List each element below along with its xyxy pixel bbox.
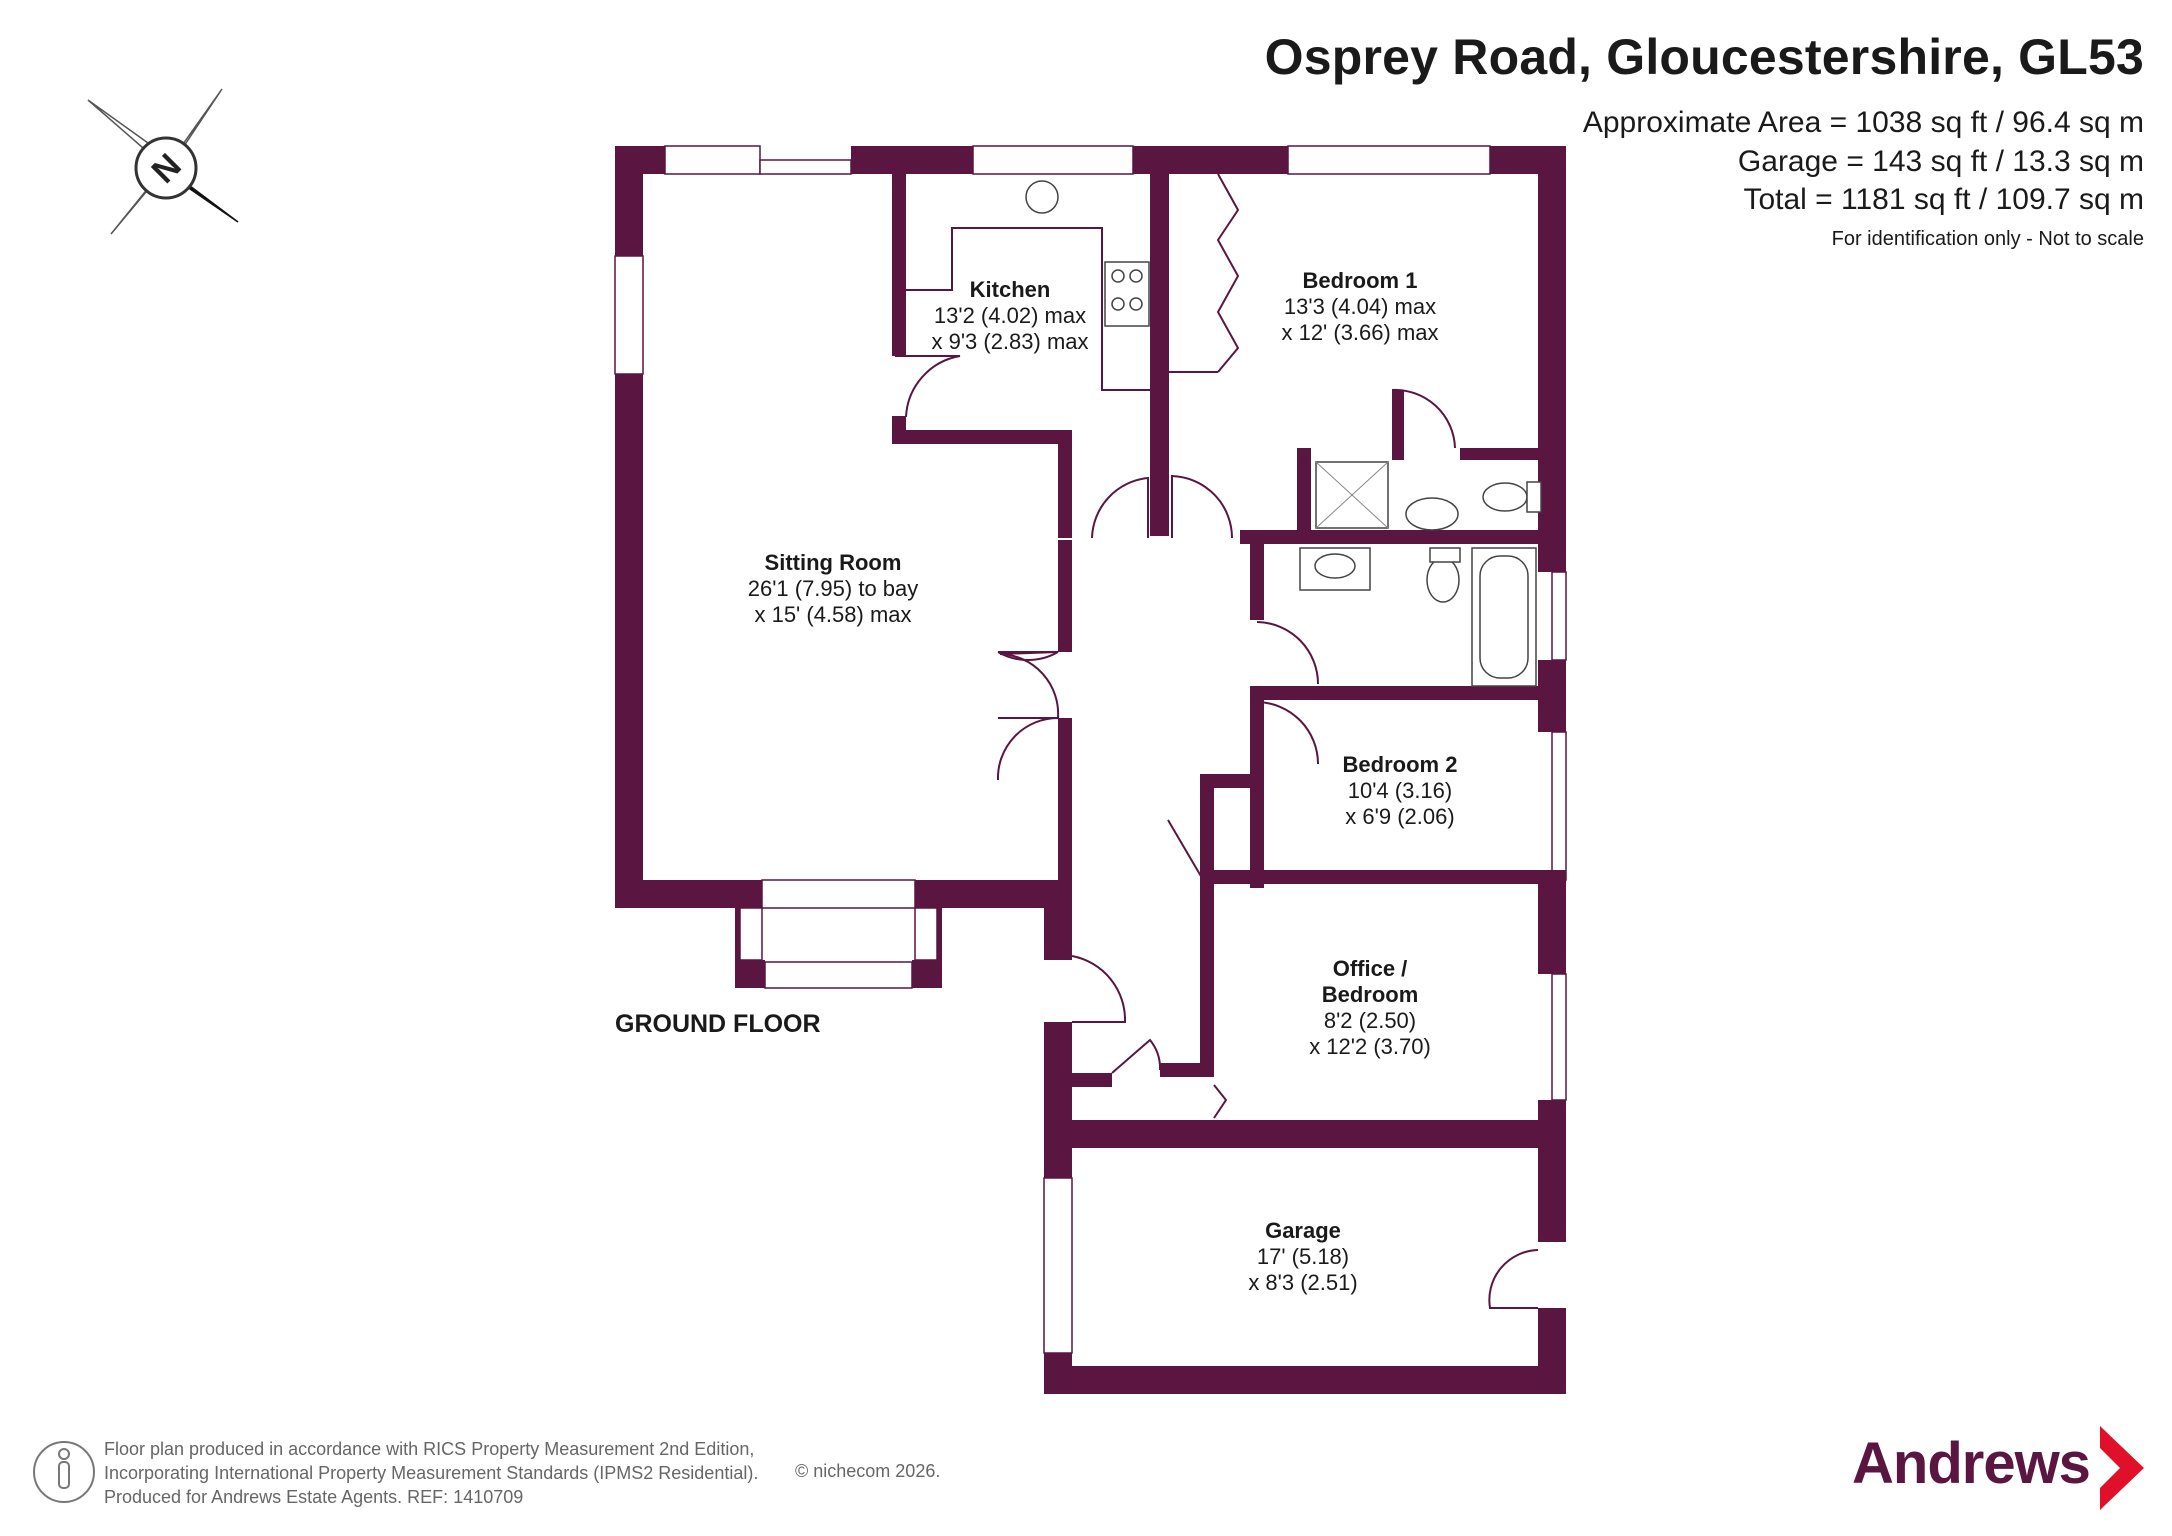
room-garage: Garage 17' (5.18) x 8'3 (2.51) xyxy=(1248,1218,1357,1296)
room-sitting-room-name: Sitting Room xyxy=(764,550,902,575)
room-bedroom-1-dim2: x 12' (3.66) max xyxy=(1281,320,1439,345)
compass-icon: N xyxy=(87,88,239,235)
room-office-bedroom: Office / Bedroom 8'2 (2.50) x 12'2 (3.70… xyxy=(1309,956,1431,1060)
bathroom-toilet-icon xyxy=(1426,557,1460,603)
room-kitchen-name: Kitchen xyxy=(969,277,1051,302)
garage-area: Garage = 143 sq ft / 13.3 sq m xyxy=(1737,145,2144,178)
approximate-area: Approximate Area = 1038 sq ft / 96.4 sq … xyxy=(1582,106,2144,139)
room-office-name-line1: Office / xyxy=(1332,956,1408,981)
room-sitting-room-dim1: 26'1 (7.95) to bay xyxy=(747,576,919,601)
room-garage-dim1: 17' (5.18) xyxy=(1256,1244,1350,1269)
sink-icon xyxy=(1025,180,1059,214)
room-bedroom-1-name: Bedroom 1 xyxy=(1302,268,1418,293)
room-bedroom-2: Bedroom 2 10'4 (3.16) x 6'9 (2.06) xyxy=(1343,752,1458,830)
room-office-dim1: 8'2 (2.50) xyxy=(1323,1008,1417,1033)
room-garage-name: Garage xyxy=(1265,1218,1341,1243)
person-icon xyxy=(33,1441,95,1503)
room-garage-dim2: x 8'3 (2.51) xyxy=(1248,1270,1358,1295)
room-sitting-room-dim2: x 15' (4.58) max xyxy=(754,602,912,627)
total-area: Total = 1181 sq ft / 109.7 sq m xyxy=(1743,183,2144,216)
floor-label: GROUND FLOOR xyxy=(615,1010,821,1038)
page-title: Osprey Road, Gloucestershire, GL53 xyxy=(1264,29,2144,85)
brand-logo-text: Andrews xyxy=(1852,1431,2091,1496)
copyright: © nichecom 2026. xyxy=(795,1461,941,1481)
toilet-icon xyxy=(1482,482,1528,512)
room-bedroom-1: Bedroom 1 13'3 (4.04) max x 12' (3.66) m… xyxy=(1281,268,1438,346)
footer-line-1: Floor plan produced in accordance with R… xyxy=(104,1439,755,1459)
footer-line-3: Produced for Andrews Estate Agents. REF:… xyxy=(104,1487,524,1507)
basin-icon xyxy=(1405,497,1459,531)
room-office-dim2: x 12'2 (3.70) xyxy=(1309,1034,1431,1059)
room-bedroom-2-dim1: 10'4 (3.16) xyxy=(1347,778,1453,803)
footer-text: Floor plan produced in accordance with R… xyxy=(104,1437,758,1509)
footer-line-2: Incorporating International Property Mea… xyxy=(104,1463,759,1483)
room-kitchen-dim2: x 9'3 (2.83) max xyxy=(931,329,1089,354)
room-sitting-room: Sitting Room 26'1 (7.95) to bay x 15' (4… xyxy=(748,550,919,628)
room-bedroom-2-name: Bedroom 2 xyxy=(1342,752,1458,777)
room-kitchen: Kitchen 13'2 (4.02) max x 9'3 (2.83) max xyxy=(931,277,1088,355)
room-bedroom-2-dim2: x 6'9 (2.06) xyxy=(1345,804,1455,829)
hob-icon xyxy=(1104,261,1150,327)
room-office-name-line2: Bedroom xyxy=(1321,982,1419,1007)
disclaimer: For identification only - Not to scale xyxy=(1831,228,2144,250)
room-bedroom-1-dim1: 13'3 (4.04) max xyxy=(1283,294,1437,319)
house-walls xyxy=(614,145,1567,1394)
fixtures xyxy=(906,173,1542,687)
doors xyxy=(895,355,1539,1309)
brand-chevron-icon xyxy=(2100,1426,2144,1510)
room-kitchen-dim1: 13'2 (4.02) max xyxy=(933,303,1087,328)
